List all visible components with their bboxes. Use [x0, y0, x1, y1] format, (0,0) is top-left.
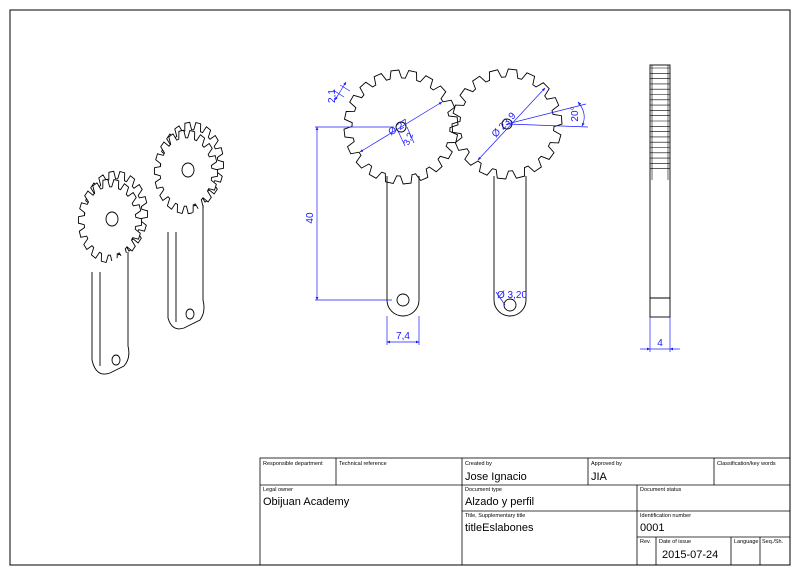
front-gear-right [451, 68, 563, 180]
tb-rev-label: Rev. [640, 539, 651, 545]
tb-approved-by-value: JIA [591, 471, 608, 483]
iso-arm-front-hole [111, 354, 121, 366]
front-gear-right-outline [451, 68, 563, 180]
dim-hole-dia: Ø 3,20 [497, 290, 527, 301]
tb-identification-label: Identification number [640, 513, 691, 519]
dim-tooth-angle: 20° [570, 106, 581, 121]
tb-created-by-label: Created by [465, 461, 492, 467]
side-profile [649, 64, 671, 318]
tb-sheet-label: Seq./Sh. [762, 539, 784, 545]
iso-arm-back [167, 205, 205, 330]
front-views [343, 68, 563, 317]
dim-tooth-width: 3,2 [401, 131, 415, 147]
dim-tooth-height: 2,1 [327, 89, 338, 103]
iso-gear-front-hole [105, 211, 119, 227]
iso-gear-back [153, 121, 225, 215]
dim-pitch-dia-right: Ø 23,9 [490, 110, 519, 140]
dim-thickness: 4 [657, 338, 663, 349]
dim-arm-width: 7,4 [396, 331, 410, 342]
tb-title-label: Title, Supplementary title [465, 513, 525, 519]
tb-approved-by-label: Approved by [591, 461, 622, 467]
iso-arm-back-hole [185, 308, 195, 320]
tb-created-by-value: Jose Ignacio [465, 471, 527, 483]
iso-gear-back-hole [181, 162, 195, 178]
tb-legal-owner-value: Obijuan Academy [263, 496, 350, 508]
tb-date-label: Date of issue [659, 539, 691, 545]
tb-document-type-value: Alzado y perfil [465, 496, 534, 508]
iso-arm-front [91, 252, 130, 375]
title-block [259, 457, 791, 566]
tb-legal-owner-label: Legal owner [263, 487, 293, 493]
front-gear-left-outline [343, 69, 459, 185]
tb-responsible-department-label: Responsible department [263, 461, 323, 467]
iso-gear-front [77, 170, 149, 264]
front-arm-right-hole [503, 298, 517, 312]
tb-date-value: 2015-07-24 [662, 549, 718, 561]
dimensions [315, 81, 680, 352]
tb-classification-label: Classification/key words [717, 461, 776, 467]
front-arm-right [493, 176, 527, 317]
side-gear-lines [650, 65, 670, 180]
tb-language-label: Language [734, 539, 758, 545]
side-view [649, 64, 671, 318]
iso-gear-front-front [77, 178, 143, 264]
front-arm-left [386, 176, 420, 317]
front-gear-left [343, 69, 459, 185]
dimension-texts: 40 7,4 2,1 Ø 27 3,2 Ø 23,9 20° Ø 3,20 4 [305, 89, 663, 349]
tb-title-value: titleEslabones [465, 522, 534, 534]
tb-technical-reference-label: Technical reference [339, 461, 387, 467]
iso-gear-back-front [153, 129, 219, 215]
isometric-view [77, 121, 225, 375]
front-arm-left-hole [396, 293, 410, 307]
tb-document-type-label: Document type [465, 487, 502, 493]
tb-document-status-label: Document status [640, 487, 682, 493]
dim-arm-length: 40 [305, 212, 316, 224]
title-block-text: Responsible department Technical referen… [263, 461, 784, 561]
tb-identification-value: 0001 [640, 522, 664, 534]
